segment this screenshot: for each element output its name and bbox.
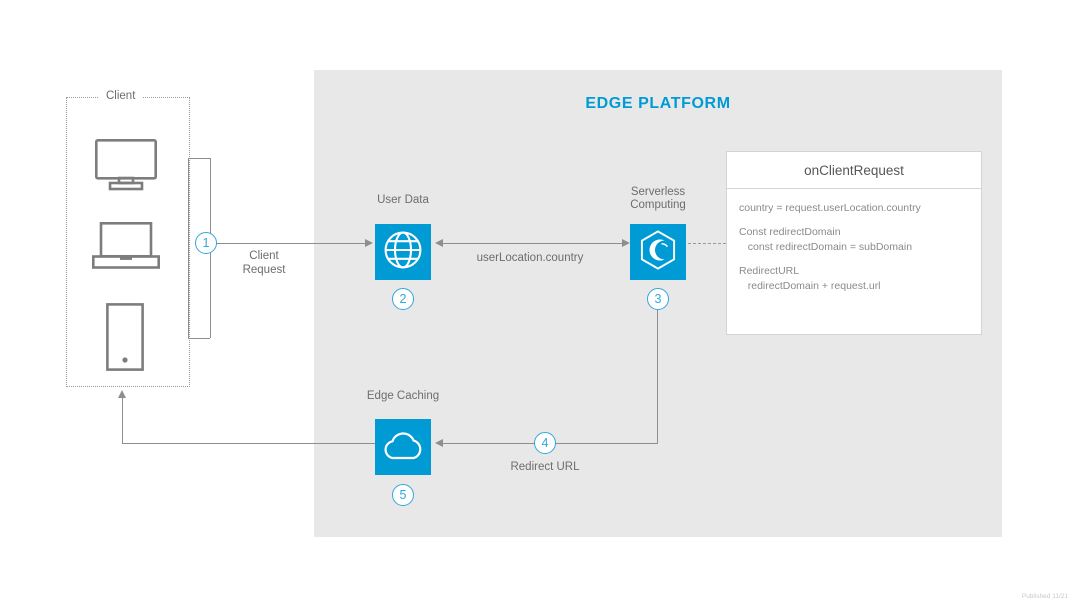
client-group-label: Client	[98, 90, 144, 102]
node-serverless-computing[interactable]	[630, 224, 686, 280]
edge-caching-label: Edge Caching	[366, 390, 440, 402]
cache-return-line	[122, 443, 375, 444]
serverless-label-line2: Computing	[630, 199, 686, 211]
hexagon-wave-icon	[637, 229, 679, 276]
smartphone-icon	[106, 303, 144, 376]
code-panel: onClientRequest country = request.userLo…	[726, 151, 982, 335]
cloud-icon	[381, 428, 425, 467]
client-bracket-top	[188, 158, 210, 159]
serverless-down-line	[657, 300, 658, 444]
user-location-arrowhead-left	[435, 238, 443, 247]
client-request-label: Client Request	[214, 249, 314, 277]
edge-platform-title: EDGE PLATFORM	[585, 95, 731, 112]
client-request-label-line2: Request	[242, 264, 286, 276]
code-line: country = request.userLocation.country	[739, 202, 921, 214]
code-line: redirectDomain + request.url	[739, 280, 881, 292]
step-marker-1: 1	[195, 232, 217, 254]
published-footer: Published 11/21	[1021, 593, 1068, 600]
redirect-url-arrowhead	[435, 438, 443, 447]
redirect-url-label: Redirect URL	[510, 461, 580, 473]
code-line: Const redirectDomain	[739, 226, 841, 238]
client-request-line	[210, 243, 365, 244]
node-edge-caching[interactable]	[375, 419, 431, 475]
step-marker-4: 4	[534, 432, 556, 454]
code-panel-title: onClientRequest	[727, 152, 981, 189]
client-request-label-line1: Client	[249, 250, 279, 262]
client-bracket-bottom	[188, 338, 210, 339]
client-bracket-line	[188, 158, 189, 338]
serverless-label-line1: Serverless	[630, 186, 686, 198]
serverless-to-code-dashed-line	[688, 243, 726, 244]
cache-return-vertical	[122, 398, 123, 443]
serverless-computing-label: Serverless Computing	[588, 186, 728, 212]
step-marker-5: 5	[392, 484, 414, 506]
code-line: RedirectURL	[739, 265, 800, 277]
code-panel-body: country = request.userLocation.country C…	[727, 189, 981, 294]
client-request-arrowhead	[365, 238, 373, 247]
user-location-label: userLocation.country	[476, 252, 584, 264]
user-location-line	[443, 243, 622, 244]
globe-icon	[383, 230, 423, 275]
node-user-data[interactable]	[375, 224, 431, 280]
user-data-label: User Data	[377, 194, 429, 206]
user-location-arrowhead-right	[622, 238, 630, 247]
step-marker-2: 2	[392, 288, 414, 310]
step-marker-3: 3	[647, 288, 669, 310]
desktop-monitor-icon	[94, 138, 158, 196]
laptop-icon	[91, 221, 161, 275]
code-line: const redirectDomain = subDomain	[739, 241, 913, 253]
cache-return-arrowhead	[117, 390, 126, 398]
